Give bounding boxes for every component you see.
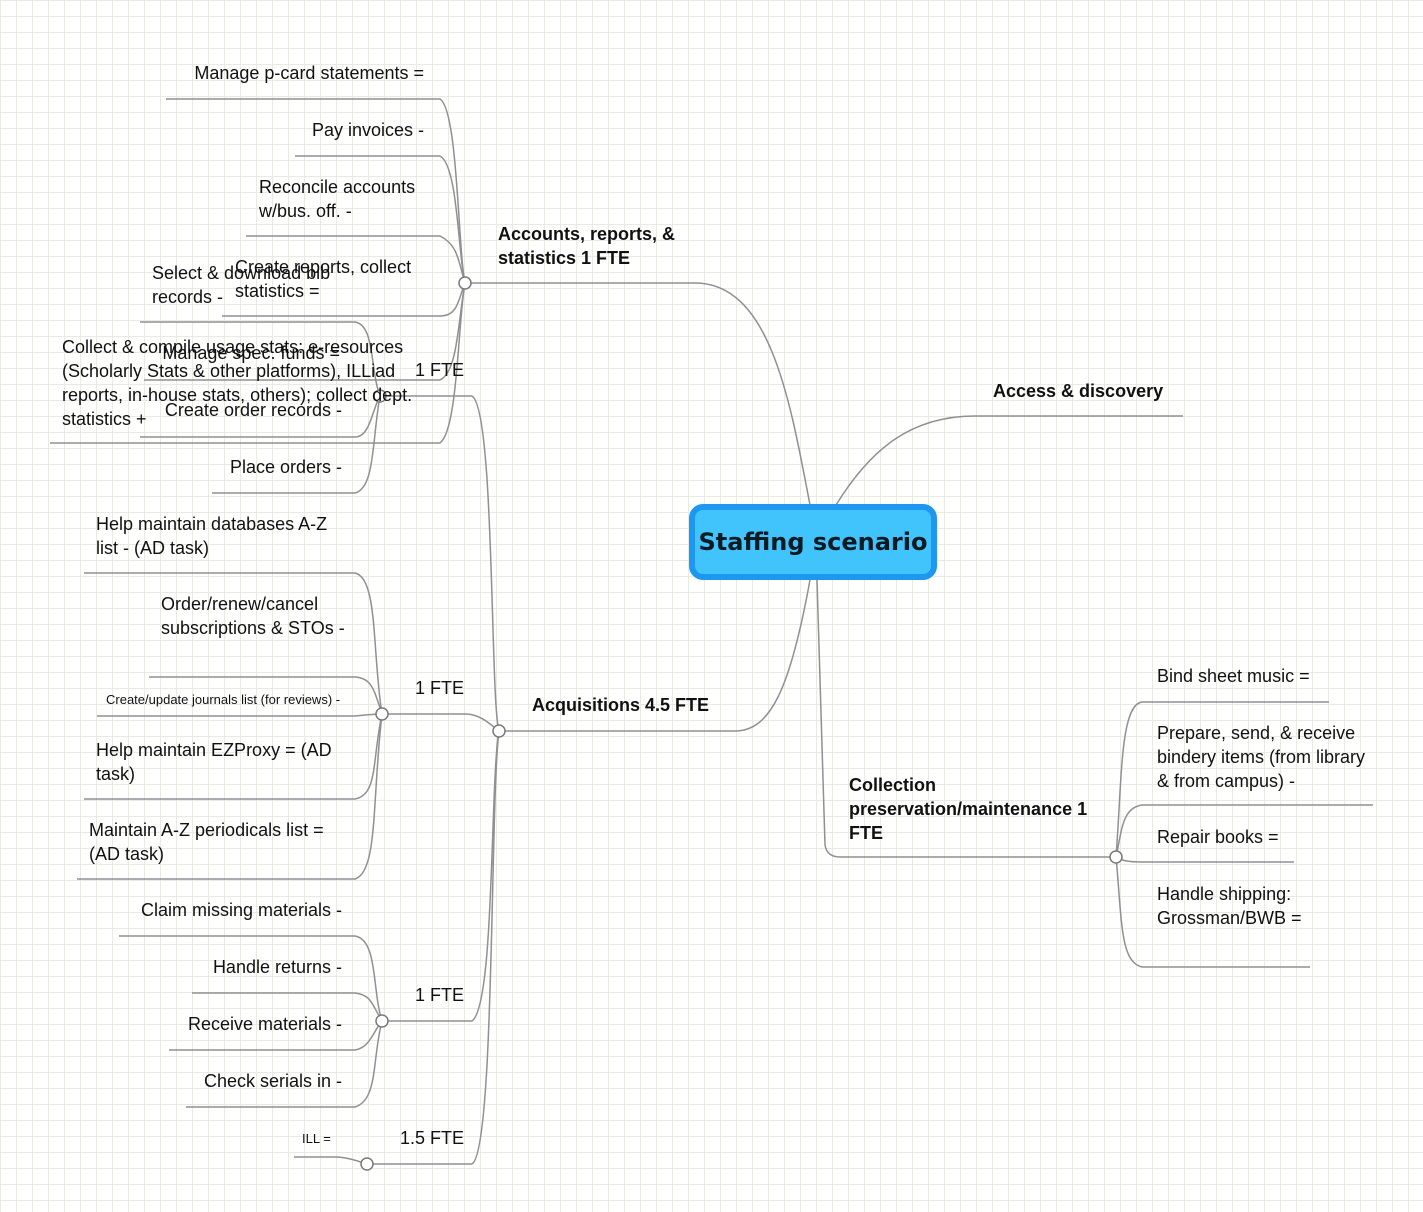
connector-collection	[816, 579, 1116, 858]
acq-group3-label[interactable]: 1 FTE	[415, 985, 465, 1005]
acq-group2-item[interactable]: Help maintain databases A-Z list - (AD t…	[96, 514, 328, 558]
acq-group1-item[interactable]: Select & download bib records -	[152, 263, 331, 307]
group1-junction[interactable]	[373, 389, 387, 403]
accounts-item[interactable]: Collect & compile usage stats: e-resourc…	[62, 337, 413, 429]
acq-group2-item[interactable]: Create/update journals list (for reviews…	[106, 692, 341, 707]
root-node[interactable]: Staffing scenario	[689, 504, 937, 580]
acq-group3-item[interactable]: Receive materials -	[187, 1014, 342, 1034]
collection-item[interactable]: Prepare, send, & receive bindery items (…	[1157, 723, 1366, 791]
accounts-item[interactable]: Manage p-card statements =	[194, 63, 424, 83]
branch-acquisitions-label[interactable]: Acquisitions 4.5 FTE	[532, 695, 710, 715]
collection-junction[interactable]	[1109, 850, 1123, 864]
connector-acquisitions	[499, 579, 811, 732]
accounts-junction[interactable]	[458, 276, 472, 290]
accounts-item[interactable]: Reconcile accounts w/bus. off. -	[259, 177, 416, 221]
branch-access-label[interactable]: Access & discovery	[993, 381, 1164, 401]
collection-item[interactable]: Repair books =	[1157, 827, 1279, 847]
acq-group3-item[interactable]: Claim missing materials -	[140, 900, 342, 920]
accounts-item[interactable]: Manage spec. funds =	[162, 343, 340, 363]
acq-group1-item[interactable]: Create order records -	[164, 400, 342, 420]
acq-group2-item[interactable]: Maintain A-Z periodicals list = (AD task…	[89, 820, 324, 864]
group4-junction[interactable]	[360, 1157, 374, 1171]
collection-item[interactable]: Bind sheet music =	[1157, 666, 1310, 686]
group3-junction[interactable]	[375, 1014, 389, 1028]
acq-group4-item[interactable]: ILL =	[302, 1131, 331, 1146]
branch-accounts-label[interactable]: Accounts, reports, & statistics 1 FTE	[498, 224, 676, 268]
acq-group3-item[interactable]: Handle returns -	[212, 957, 342, 977]
branch-collection-label[interactable]: Collection preservation/maintenance 1 FT…	[849, 775, 1088, 843]
acq-group2-label[interactable]: 1 FTE	[415, 678, 465, 698]
acq-group2-item[interactable]: Order/renew/cancel subscriptions & STOs …	[161, 594, 345, 638]
acquisitions-junction[interactable]	[492, 724, 506, 738]
group2-junction[interactable]	[375, 707, 389, 721]
accounts-subtree	[50, 98, 466, 444]
collection-item[interactable]: Handle shipping: Grossman/BWB =	[1157, 884, 1302, 928]
accounts-item[interactable]: Create reports, collect statistics =	[235, 257, 412, 301]
acq-group1-item[interactable]: Place orders -	[229, 457, 342, 477]
acq-group1-label[interactable]: 1 FTE	[415, 360, 465, 380]
connector-accounts	[465, 282, 811, 506]
connector-access	[835, 415, 1183, 506]
collection-subtree	[1115, 701, 1373, 968]
root-label: Staffing scenario	[698, 528, 928, 556]
acq-group2-item[interactable]: Help maintain EZProxy = (AD task)	[96, 740, 332, 784]
acq-group3-item[interactable]: Check serials in -	[203, 1071, 342, 1091]
acq-group4-label[interactable]: 1.5 FTE	[400, 1128, 465, 1148]
accounts-item[interactable]: Pay invoices -	[311, 120, 424, 140]
